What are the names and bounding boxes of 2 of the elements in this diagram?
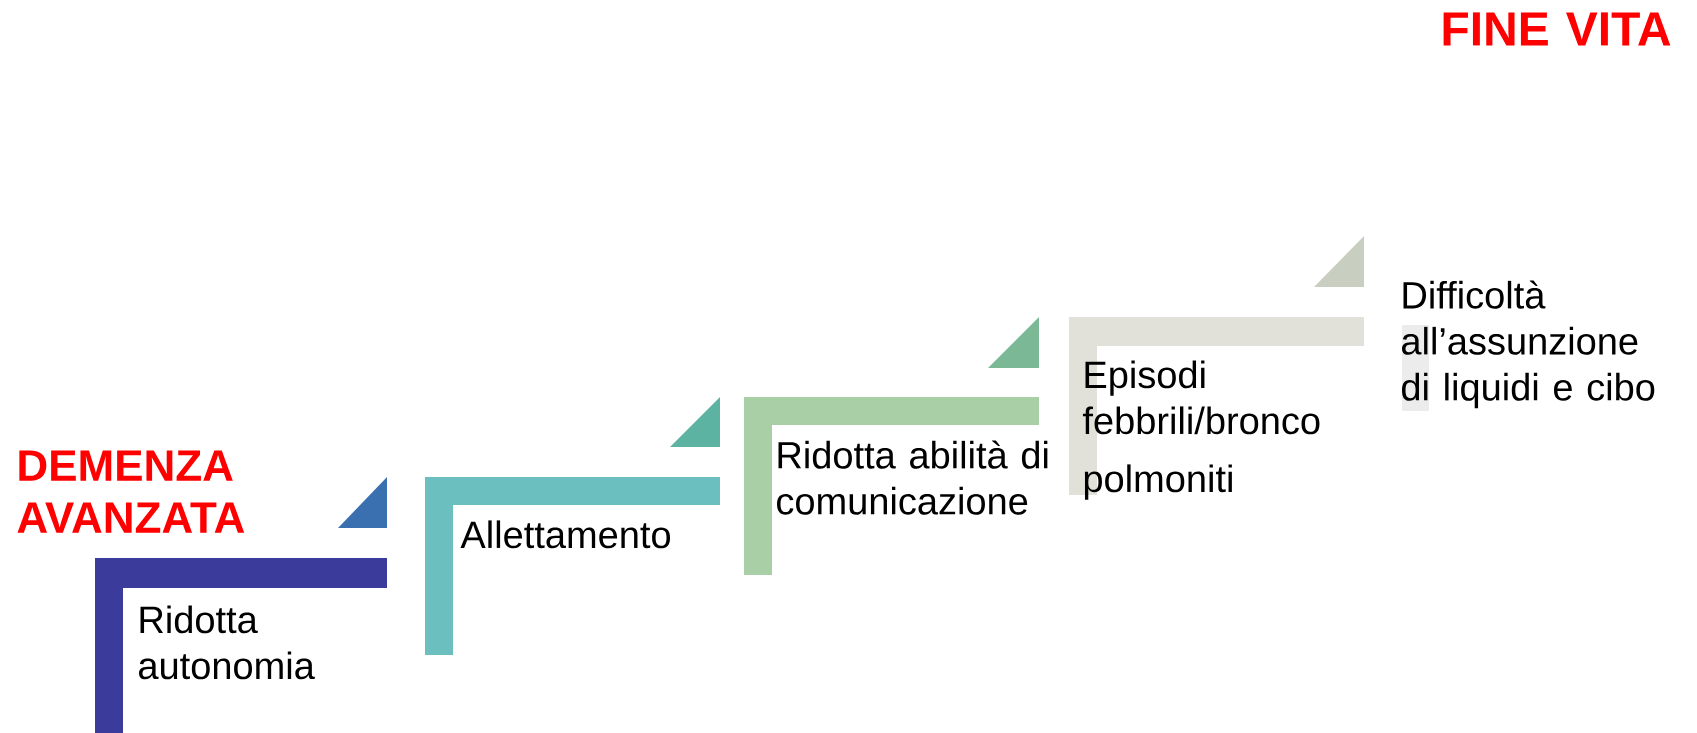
heading-label: FINE VITA bbox=[1443, 12, 1671, 46]
heading-label: DEMENZA AVANZATA bbox=[17, 450, 245, 533]
